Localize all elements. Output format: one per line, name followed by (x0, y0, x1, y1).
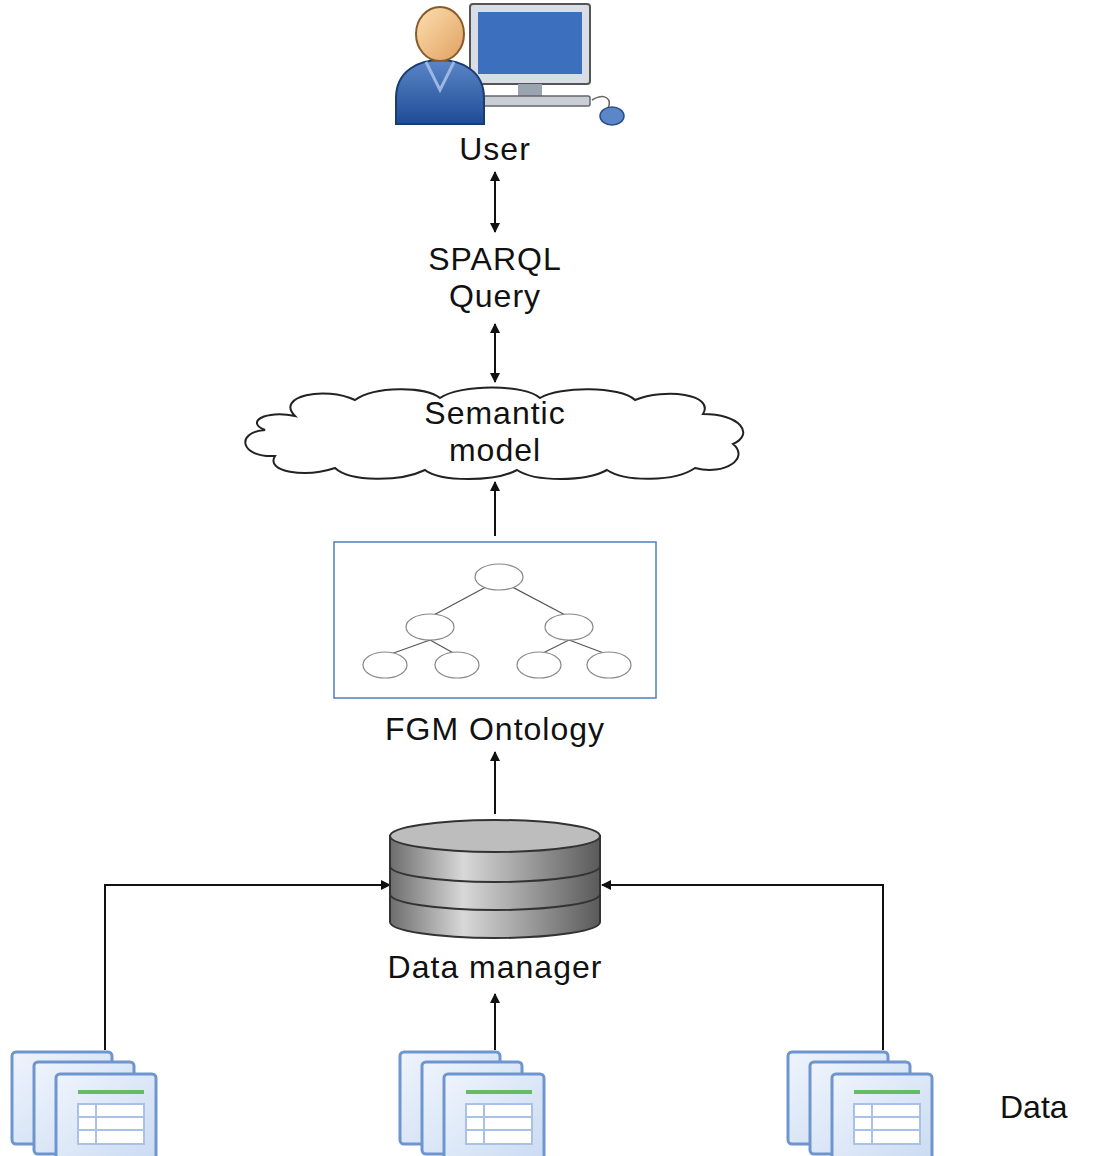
node-text: FGM Ontology (385, 711, 605, 748)
node-text: Data manager (388, 949, 603, 986)
data-documents (12, 1052, 932, 1156)
ontology-box: FGM Ontology (333, 540, 657, 748)
user-node: User (360, 0, 630, 168)
data-arrows (105, 885, 883, 1050)
arrow-connector (494, 482, 496, 536)
arrow-connector (494, 324, 496, 382)
semantic-model-cloud: Semantic model (235, 386, 755, 478)
query-node: SPARQL Query (345, 236, 645, 320)
node-text: User (459, 131, 531, 168)
node-text: Semantic model (395, 395, 595, 469)
node-text: SPARQL Query (405, 241, 585, 315)
arrow-connector (494, 752, 496, 814)
data-label: Data (1000, 1089, 1068, 1126)
data-manager-node: Data manager (380, 818, 611, 986)
user-icon (360, 0, 630, 128)
ontology-tree (333, 540, 657, 700)
arrow-connector (494, 172, 496, 232)
database-cylinder (380, 818, 610, 942)
